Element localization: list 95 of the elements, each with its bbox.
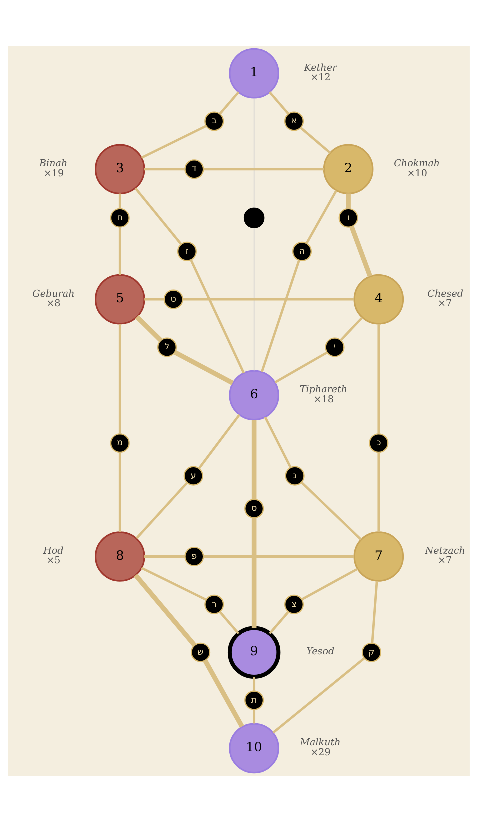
node-circle: ו — [338, 208, 358, 228]
node-label: Hod — [43, 546, 64, 558]
node-label: Binah — [39, 158, 68, 170]
connector — [272, 658, 366, 734]
connector — [254, 98, 255, 208]
connector — [264, 416, 292, 468]
connector — [350, 226, 373, 278]
connector — [378, 324, 380, 434]
connector — [141, 125, 207, 160]
connector — [141, 567, 207, 601]
connector — [190, 260, 246, 374]
connector — [134, 574, 197, 647]
connector — [346, 194, 351, 209]
node-circle: ד — [184, 160, 204, 180]
node-circle: כ — [369, 434, 389, 454]
connector — [135, 315, 163, 342]
node-label: ×18 — [314, 394, 334, 406]
connector — [144, 298, 164, 301]
connector — [268, 92, 290, 115]
connector — [219, 612, 240, 635]
node-circle: 4 — [354, 274, 404, 325]
node-label: Kether — [304, 62, 338, 74]
node-circle: ח — [110, 208, 130, 228]
connector — [204, 168, 324, 171]
node-circle: ת — [244, 690, 264, 710]
connector — [302, 568, 358, 601]
connector — [182, 298, 354, 301]
node-circle: צ — [284, 594, 304, 614]
node-circle: 1 — [229, 48, 280, 99]
node-circle: י — [325, 338, 345, 358]
connector — [300, 127, 332, 154]
node-circle: ק — [362, 642, 382, 662]
node-label: Chesed — [428, 288, 464, 300]
node-circle: ז — [177, 242, 198, 262]
connector — [301, 482, 362, 541]
connector — [378, 452, 380, 532]
node-label: Yesod — [306, 646, 335, 658]
connector — [253, 677, 256, 692]
connector — [118, 452, 122, 532]
node-label: Chokmah — [394, 158, 440, 170]
connector — [203, 660, 244, 728]
node-label: Netzach — [425, 546, 466, 558]
node-label: ×7 — [438, 298, 452, 310]
connector — [340, 317, 364, 342]
node-label: ×29 — [310, 747, 331, 758]
connector — [144, 556, 186, 558]
node-circle: 2 — [323, 144, 374, 195]
node-label: Malkuth — [300, 738, 341, 749]
connector — [274, 352, 328, 384]
connector — [174, 350, 234, 386]
connector — [118, 227, 122, 276]
connector — [144, 168, 186, 171]
node-circle: 8 — [94, 532, 146, 582]
connector — [269, 612, 290, 635]
node-circle: מ — [110, 434, 130, 454]
connector — [204, 556, 354, 558]
node-circle: ס — [244, 499, 264, 519]
connector — [371, 581, 378, 644]
connector — [252, 518, 257, 628]
connector — [252, 420, 257, 500]
connector — [219, 92, 240, 115]
node-circle: 7 — [354, 532, 404, 582]
node-circle: ש — [191, 642, 211, 662]
node-circle: 10 — [229, 723, 280, 774]
node-circle: 5 — [94, 274, 146, 325]
node-circle: נ — [285, 466, 305, 486]
connector — [118, 324, 122, 434]
node-circle — [244, 208, 265, 228]
node-label: ×5 — [46, 556, 61, 567]
node-circle: 9 — [228, 626, 281, 679]
node-circle: ל — [157, 338, 178, 358]
node-circle: ב — [204, 112, 224, 132]
node-label: ×19 — [44, 168, 64, 180]
node-circle: פ — [184, 546, 204, 567]
connector — [260, 260, 300, 372]
node-label: ×8 — [46, 298, 61, 310]
connector — [136, 482, 188, 540]
node-circle: ה — [292, 242, 312, 262]
node-circle: ר — [204, 594, 224, 614]
connector — [306, 190, 338, 244]
node-label: ×7 — [438, 556, 452, 567]
node-circle: א — [284, 112, 304, 132]
node-label: ×10 — [407, 168, 428, 180]
node-label: ×12 — [310, 72, 331, 84]
node-label: Geburah — [32, 288, 75, 300]
connector — [118, 194, 122, 209]
connector — [134, 188, 182, 246]
node-label: Tiphareth — [300, 384, 348, 396]
node-circle: ע — [184, 466, 204, 486]
node-circle: 3 — [94, 144, 146, 195]
connector — [198, 414, 241, 470]
node-circle: 6 — [229, 370, 280, 421]
node-circle: ט — [164, 290, 184, 310]
connector — [253, 710, 256, 724]
connector — [254, 228, 255, 372]
